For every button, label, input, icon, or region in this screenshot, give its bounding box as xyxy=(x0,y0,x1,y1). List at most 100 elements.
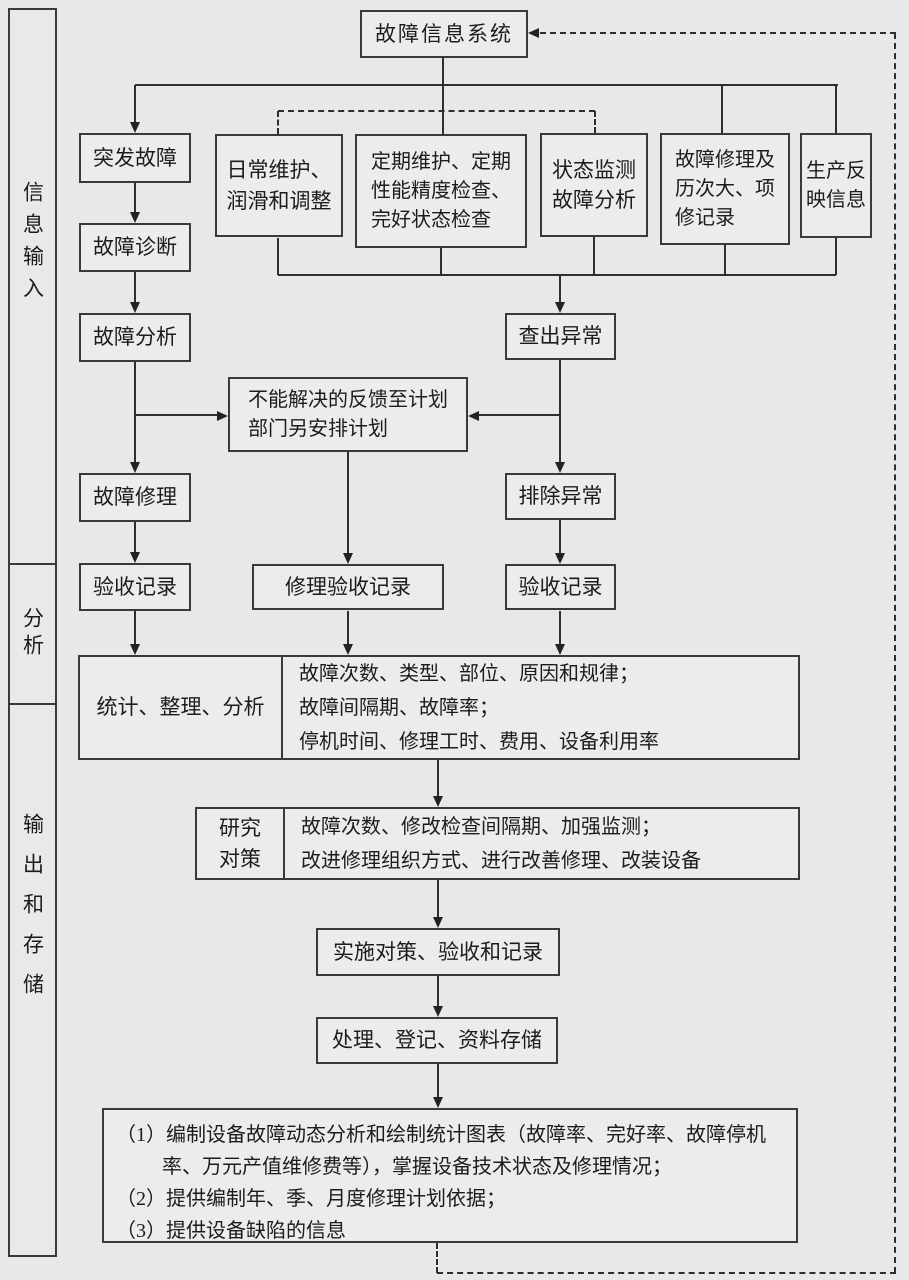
statistics-title-cell: 统计、整理、分析 xyxy=(80,657,283,758)
output-item-3: （3）提供设备缺陷的信息 xyxy=(116,1215,784,1247)
node-implement-countermeasure: 实施对策、验收和记录 xyxy=(316,928,560,976)
connector-line xyxy=(347,611,349,646)
arrowhead-left xyxy=(528,28,539,38)
node-label: 突发故障 xyxy=(93,145,177,170)
node-fault-analysis: 故障分析 xyxy=(79,313,191,362)
connector-line xyxy=(437,760,439,798)
node-fault-repair: 故障修理 xyxy=(79,473,191,522)
arrowhead-down xyxy=(130,302,140,313)
node-detect-abnormality: 查出异常 xyxy=(505,313,616,360)
node-fault-info-system: 故障信息系统 xyxy=(360,10,528,58)
connector-line xyxy=(440,248,442,275)
connector-line xyxy=(559,360,561,464)
node-statistics-analysis: 统计、整理、分析 故障次数、类型、部位、原因和规律； 故障间隔期、故障率； 停机… xyxy=(78,655,800,760)
node-label: 排除异常 xyxy=(518,484,603,509)
node-label: 不能解决的反馈至计划 部门另安排计划 xyxy=(248,388,448,440)
node-label: 生产反 映信息 xyxy=(806,159,866,211)
connector-line xyxy=(437,976,439,1008)
phase-label: 信息输入 xyxy=(20,180,45,309)
connector-line xyxy=(135,84,838,86)
item-marker: （1） xyxy=(116,1124,166,1146)
connector-line xyxy=(559,611,561,646)
connector-line xyxy=(134,611,136,646)
phase-sidebar: 信息输入 分析 输出和存储 xyxy=(8,8,57,1257)
connector-line xyxy=(478,414,560,416)
connector-line xyxy=(593,237,595,275)
arrowhead-down xyxy=(433,917,443,928)
node-acceptance-record-right: 验收记录 xyxy=(505,564,616,610)
node-label: 验收记录 xyxy=(93,574,177,599)
phase-analysis: 分析 xyxy=(10,565,55,705)
arrowhead-down xyxy=(433,1006,443,1017)
connector-line xyxy=(559,275,561,304)
connector-line xyxy=(347,452,349,555)
phase-label: 输出和存储 xyxy=(20,813,45,1013)
node-process-register-store: 处理、登记、资料存储 xyxy=(316,1017,558,1064)
output-item-1: （1）编制设备故障动态分析和绘制统计图表（故障率、完好率、故障停机率、万元产值维… xyxy=(116,1119,784,1183)
node-label: 研究 对策 xyxy=(219,816,261,871)
node-production-feedback: 生产反 映信息 xyxy=(800,133,872,238)
item-marker: （2） xyxy=(116,1188,166,1210)
arrowhead-down xyxy=(130,462,140,473)
connector-line xyxy=(134,362,136,464)
arrowhead-down xyxy=(555,462,565,473)
node-label: 实施对策、验收和记录 xyxy=(333,939,543,964)
countermeasure-title-cell: 研究 对策 xyxy=(197,809,285,878)
node-label: 故障修理 xyxy=(93,485,177,510)
node-label: 故障修理及 历次大、项 修记录 xyxy=(675,148,775,229)
connector-line xyxy=(835,85,837,133)
connector-line xyxy=(134,85,136,124)
item-marker: （3） xyxy=(116,1220,166,1242)
phase-output-storage: 输出和存储 xyxy=(10,705,55,1255)
node-label: 故障次数、修改检查间隔期、加强监测； 改进修理组织方式、进行改善修理、改装设备 xyxy=(301,815,701,872)
arrowhead-down xyxy=(555,302,565,313)
node-label: 处理、登记、资料存储 xyxy=(332,1028,542,1053)
node-daily-maintenance: 日常维护、 润滑和调整 xyxy=(215,134,343,237)
connector-line xyxy=(835,238,837,275)
connector-line xyxy=(278,274,836,276)
feedback-dashed-line xyxy=(437,1272,896,1274)
node-label: 验收记录 xyxy=(518,574,603,599)
node-fault-diagnosis: 故障诊断 xyxy=(79,223,191,272)
node-label: 修理验收记录 xyxy=(285,574,411,599)
node-sudden-fault: 突发故障 xyxy=(79,133,191,183)
node-label: 日常维护、 润滑和调整 xyxy=(226,158,332,213)
item-text: 提供编制年、季、月度修理计划依据； xyxy=(166,1188,506,1210)
feedback-dashed-line xyxy=(894,33,896,1273)
connector-line xyxy=(134,272,136,304)
feedback-dashed-line xyxy=(278,110,595,112)
node-label: 故障次数、类型、部位、原因和规律； 故障间隔期、故障率； 停机时间、修理工时、费… xyxy=(299,662,659,753)
connector-line xyxy=(559,520,561,555)
arrowhead-down xyxy=(343,553,353,564)
arrowhead-right xyxy=(217,411,228,421)
connector-line xyxy=(442,58,444,134)
item-text: 提供设备缺陷的信息 xyxy=(166,1220,346,1242)
node-periodic-maintenance: 定期维护、定期 性能精度检查、 完好状态检查 xyxy=(355,134,527,248)
item-text: 编制设备故障动态分析和绘制统计图表（故障率、完好率、故障停机率、万元产值维修费等… xyxy=(162,1124,766,1178)
node-label: 状态监测 故障分析 xyxy=(552,157,636,212)
feedback-dashed-line xyxy=(540,32,896,34)
connector-line xyxy=(437,1064,439,1099)
arrowhead-down xyxy=(343,644,353,655)
countermeasure-detail-cell: 故障次数、修改检查间隔期、加强监测； 改进修理组织方式、进行改善修理、改装设备 xyxy=(285,809,798,878)
output-list: （1）编制设备故障动态分析和绘制统计图表（故障率、完好率、故障停机率、万元产值维… xyxy=(116,1119,784,1247)
arrowhead-down xyxy=(130,122,140,133)
node-label: 故障诊断 xyxy=(93,235,177,260)
arrowhead-down xyxy=(555,644,565,655)
node-repair-history-records: 故障修理及 历次大、项 修记录 xyxy=(660,133,790,245)
connector-line xyxy=(437,880,439,919)
feedback-dashed-line xyxy=(594,111,596,133)
connector-line xyxy=(721,85,723,133)
connector-line xyxy=(135,414,219,416)
arrowhead-down xyxy=(555,553,565,564)
connector-line xyxy=(277,238,279,275)
node-repair-acceptance-record: 修理验收记录 xyxy=(252,564,444,610)
arrowhead-down xyxy=(130,644,140,655)
node-eliminate-abnormality: 排除异常 xyxy=(505,473,616,520)
node-label: 定期维护、定期 性能精度检查、 完好状态检查 xyxy=(371,150,511,231)
arrowhead-down xyxy=(130,212,140,223)
node-output-summary: （1）编制设备故障动态分析和绘制统计图表（故障率、完好率、故障停机率、万元产值维… xyxy=(102,1108,798,1243)
arrowhead-down xyxy=(433,796,443,807)
arrowhead-left xyxy=(468,411,479,421)
